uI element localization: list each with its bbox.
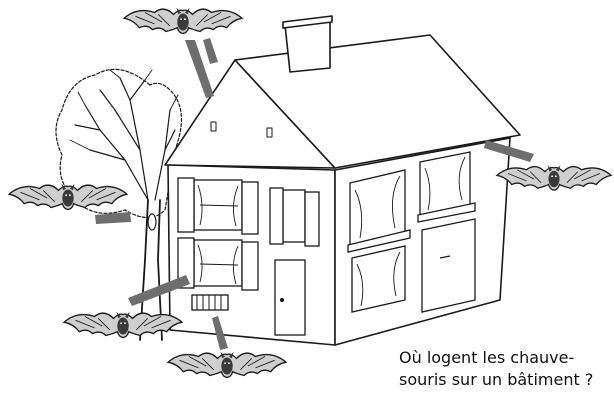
caption-line-1: Où logent les chauve- xyxy=(399,347,614,369)
bat-icon xyxy=(9,184,127,210)
bat-icon xyxy=(497,165,611,190)
caption: Où logent les chauve- souris sur un bâti… xyxy=(399,347,614,394)
bat-icon xyxy=(64,312,182,338)
caption-line-2: souris sur un bâtiment ? xyxy=(399,369,614,391)
bat-icon xyxy=(168,352,286,378)
bat-icon xyxy=(124,8,242,34)
